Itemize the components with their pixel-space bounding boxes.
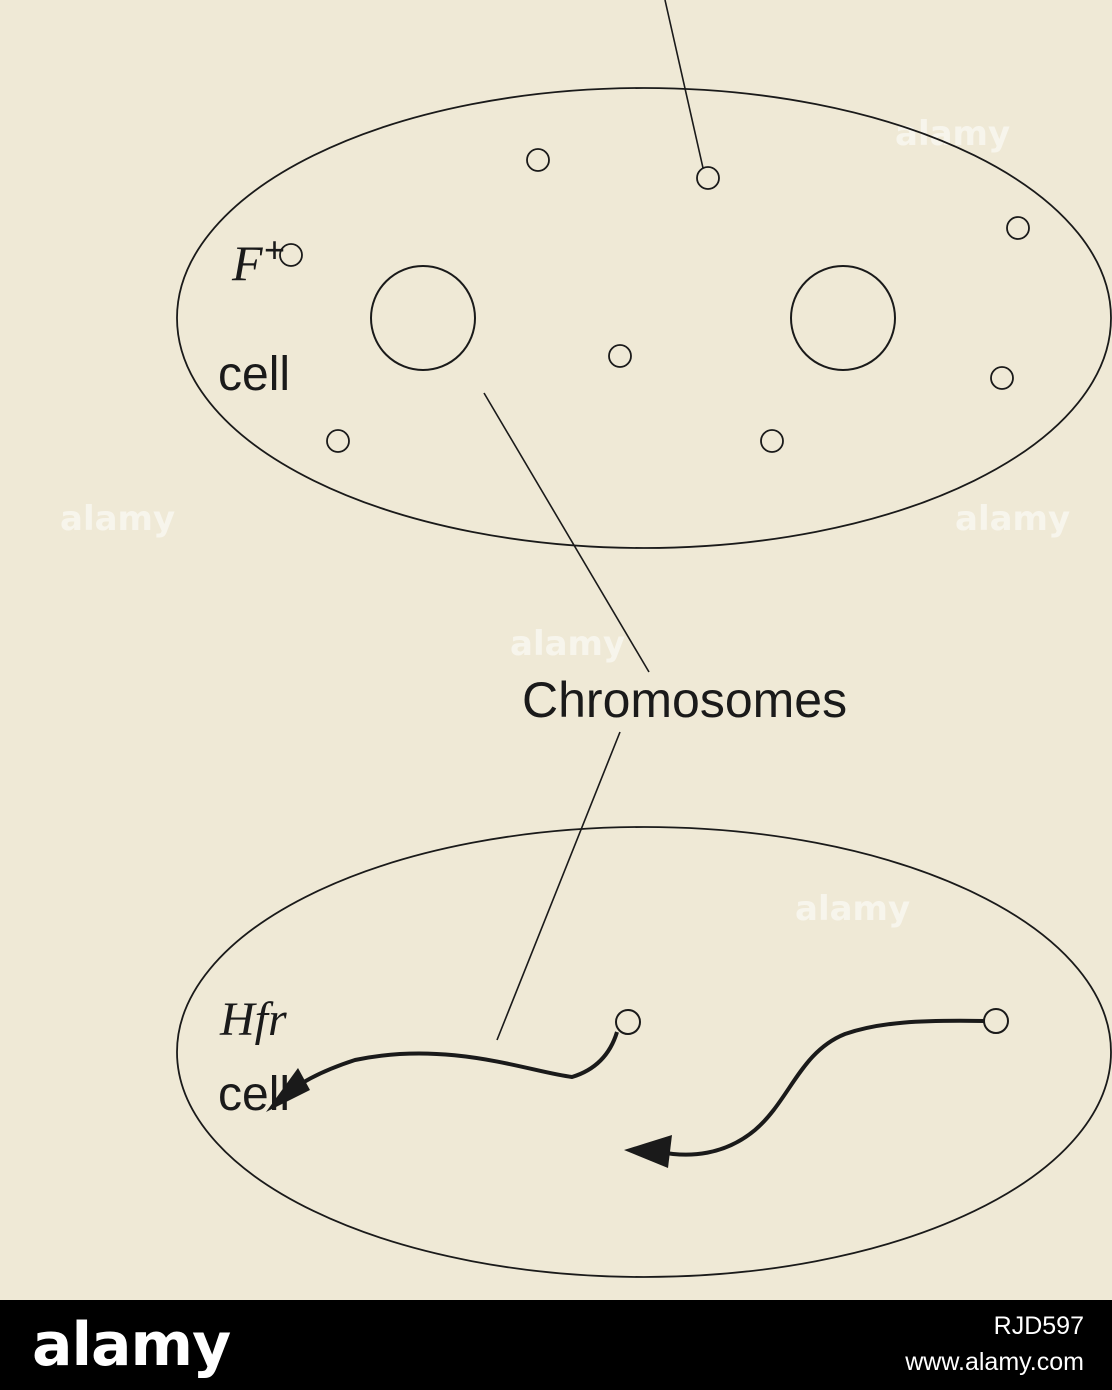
fplus-symbol: F xyxy=(231,235,263,291)
f-factor-particle xyxy=(279,243,303,267)
chromosomes-callout: Chromosomes xyxy=(483,392,847,1041)
f-factor-particle xyxy=(526,148,550,172)
fplus-cell: F + cell xyxy=(176,87,1112,549)
f-factor-integration-site xyxy=(983,1008,1009,1034)
watermark-text: alamy xyxy=(510,624,625,664)
f-factor-particle xyxy=(696,166,720,190)
image-id: RJD597 xyxy=(993,1312,1084,1340)
watermark-text: alamy xyxy=(60,499,175,539)
arrowhead xyxy=(266,1068,310,1112)
cell-diagram: alamy alamy alamy alamy alamy F xyxy=(60,0,1112,1278)
hfr-chromosome-strand xyxy=(659,1018,985,1157)
f-factor-particle xyxy=(760,429,784,453)
arrowhead xyxy=(624,1135,672,1168)
watermark-text: alamy xyxy=(895,114,1010,154)
site-url[interactable]: www.alamy.com xyxy=(905,1348,1084,1376)
f-factor-pointer-line xyxy=(664,0,704,169)
stock-footer-bar: alamy RJD597 www.alamy.com xyxy=(0,1300,1112,1390)
chromosome-circle xyxy=(370,265,476,371)
f-factor-particles xyxy=(279,148,1030,453)
hfr-symbol: Hfr xyxy=(219,993,287,1046)
diagram-canvas: alamy alamy alamy alamy alamy F xyxy=(60,0,1112,1278)
f-factor-particle xyxy=(326,429,350,453)
chromosomes-label: Chromosomes xyxy=(522,672,847,728)
f-factor-particle xyxy=(608,344,632,368)
watermark-text: alamy xyxy=(955,499,1070,539)
f-factor-integration-site xyxy=(615,1009,641,1035)
hfr-cell-membrane xyxy=(176,826,1112,1278)
callout-line-lower xyxy=(496,731,621,1041)
hfr-cell-label: cell xyxy=(218,1068,290,1121)
callout-line-upper xyxy=(483,392,650,673)
brand-logo[interactable]: alamy xyxy=(32,1310,231,1380)
watermark-layer: alamy alamy alamy alamy alamy xyxy=(60,114,1070,929)
fplus-superscript: + xyxy=(264,229,285,270)
chromosome-circle xyxy=(790,265,896,371)
hfr-cell: Hfr cell xyxy=(176,826,1112,1278)
brand-logo-text: alamy xyxy=(32,1310,231,1380)
fplus-cell-label: cell xyxy=(218,348,290,401)
fplus-cell-membrane xyxy=(176,87,1112,549)
f-factor-particle xyxy=(990,366,1014,390)
hfr-chromosome-strand xyxy=(278,1031,619,1102)
watermark-text: alamy xyxy=(795,889,910,929)
f-factor-particle xyxy=(1006,216,1030,240)
